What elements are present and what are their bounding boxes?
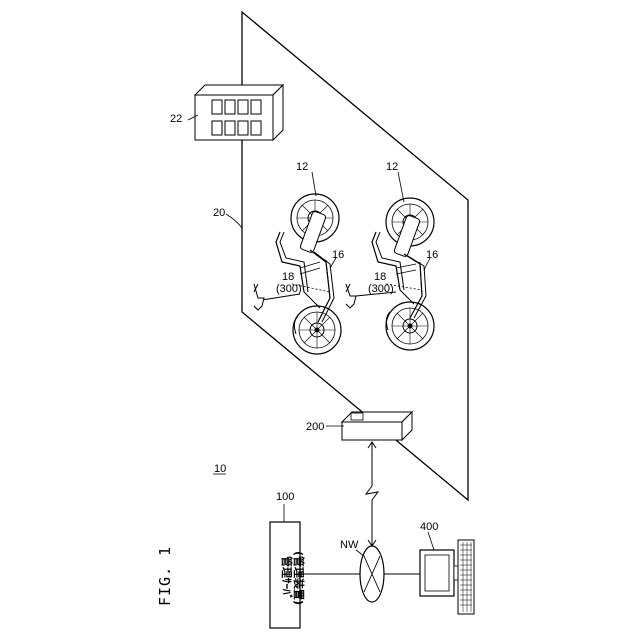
vehicle-bottom [346, 198, 434, 350]
vehicle-bottom-ref-300: (300) [368, 283, 394, 295]
vehicle-top-ref-12: 12 [296, 161, 308, 173]
cabinet [195, 85, 283, 140]
management-server-ref-label: 100 [276, 491, 294, 503]
vehicle-bottom-ref-12: 12 [386, 161, 398, 173]
cabinet-ref-label: 22 [170, 113, 182, 125]
terminal-400 [420, 540, 474, 614]
unit-200 [342, 412, 412, 440]
management-server-text-line1: 管理ｻｰﾊﾞ [280, 556, 294, 600]
vehicle-top-ref-18: 18 [282, 271, 294, 283]
vehicle-bottom-ref-16: 16 [426, 249, 438, 261]
figure-title: FIG. 1 [156, 546, 174, 606]
system-ref-label: 10 [214, 463, 226, 475]
network-node [360, 546, 384, 602]
vehicle-top [254, 194, 341, 354]
area-ref-label: 20 [213, 207, 225, 219]
vehicle-top-ref-16: 16 [332, 249, 344, 261]
vehicle-top-ref-300: (300) [276, 283, 302, 295]
vehicle-bottom-ref-18: 18 [374, 271, 386, 283]
management-server-text-line2: (管理装置) [292, 551, 306, 605]
terminal-400-ref-label: 400 [420, 521, 438, 533]
network-ref-label: NW [340, 539, 359, 551]
management-server: 管理ｻｰﾊﾞ (管理装置) [270, 522, 306, 628]
wireless-link [366, 442, 378, 546]
unit-200-ref-label: 200 [306, 421, 324, 433]
